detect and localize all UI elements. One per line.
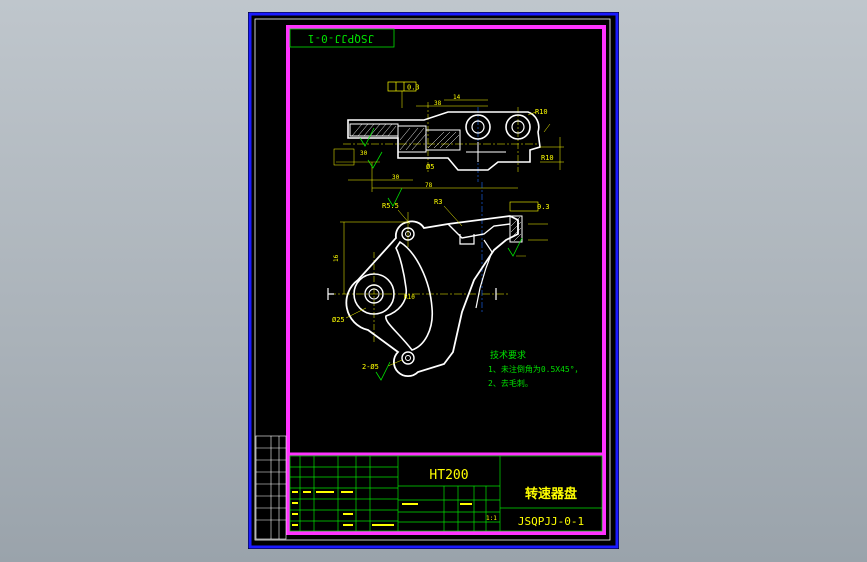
inner-border [254,18,611,541]
dim-d8: R3 [434,198,442,206]
front-view: 16 R5.5 R3 0.3 Ø25 2-Ø5 R10 [327,182,550,381]
scale-text: 1:1 [486,515,497,522]
dim-d7: R5.5 [382,202,399,210]
dim-d4: 30 [392,174,400,181]
material-text: HT200 [429,468,468,483]
drawing-no-text: JSQPJJ-0-1 [518,515,584,528]
tech-title: 技术要求 [490,349,526,361]
top-code-text: JSQPJJ-0-1 [308,32,374,45]
dim-d1: 0.3 [407,84,420,92]
top-view: 0.3 14 38 R10 R10 30 Ø5 78 3 [333,81,564,192]
top-code-box: JSQPJJ-0-1 [289,28,395,48]
part-name-text: 转速器盘 [525,486,577,502]
dim-d13: 30 [360,150,368,157]
tech-note-2: 2、去毛刺。 [488,378,533,388]
magenta-frame [286,25,606,535]
dim-d15: R10 [404,294,415,301]
dim-d14: 16 [333,254,340,262]
dim-d10: Ø25 [332,316,345,324]
dim-d2: R10 [535,108,548,116]
dim-d16: 38 [434,100,442,107]
drawing-sheet: JSQPJJ-0-1 [248,12,619,549]
dim-d5: Ø5 [426,163,434,171]
dim-d12: 14 [453,94,461,101]
tech-note-1: 1、未注倒角为0.5X45°， [488,364,583,374]
dim-d3: R10 [541,154,554,162]
dim-d9: 0.3 [537,203,550,211]
title-block: HT200 转速器盘 JSQPJJ-0-1 1:1 [289,452,603,532]
dim-d11: 2-Ø5 [362,363,379,371]
tech-requirements: 技术要求 1、未注倒角为0.5X45°， 2、去毛刺。 [488,349,583,388]
left-side-table [255,435,287,540]
drawing-canvas: JSQPJJ-0-1 [248,12,619,549]
outer-frame [248,12,619,549]
dim-d6: 78 [425,182,433,189]
